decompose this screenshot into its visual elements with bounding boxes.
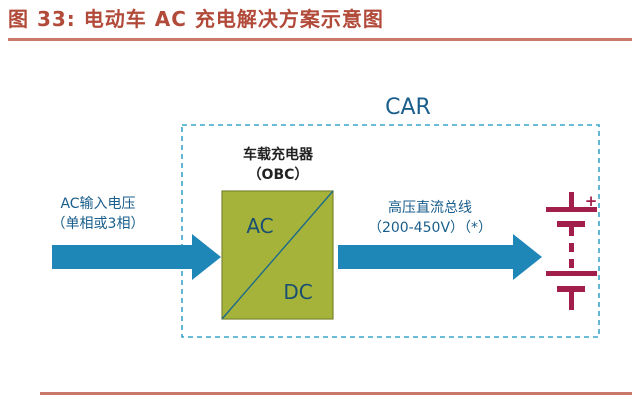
- figure-title: 图 33: 电动车 AC 充电解决方案示意图: [8, 7, 384, 31]
- obc-diagonal: [221, 190, 334, 320]
- input-label-line2: （单相或3相）: [52, 216, 145, 232]
- battery-icon: [546, 192, 597, 310]
- obc-dc-text: DC: [283, 280, 312, 304]
- output-label-line2: （200-450V）（*）: [368, 220, 492, 236]
- input-label-line1: AC输入电压: [60, 196, 135, 212]
- car-label: CAR: [385, 95, 431, 120]
- obc-ac-text: AC: [246, 214, 273, 238]
- car-boundary: [181, 124, 600, 338]
- obc-title-line1: 车载充电器: [243, 146, 314, 163]
- top-divider: [8, 38, 632, 41]
- bottom-divider: [40, 392, 632, 395]
- output-label-line1: 高压直流总线: [388, 199, 472, 216]
- obc-title-line2: （OBC）: [248, 167, 309, 183]
- input-arrow: [52, 234, 221, 280]
- battery-plus-sign: +: [585, 192, 598, 210]
- output-arrow: [338, 234, 542, 280]
